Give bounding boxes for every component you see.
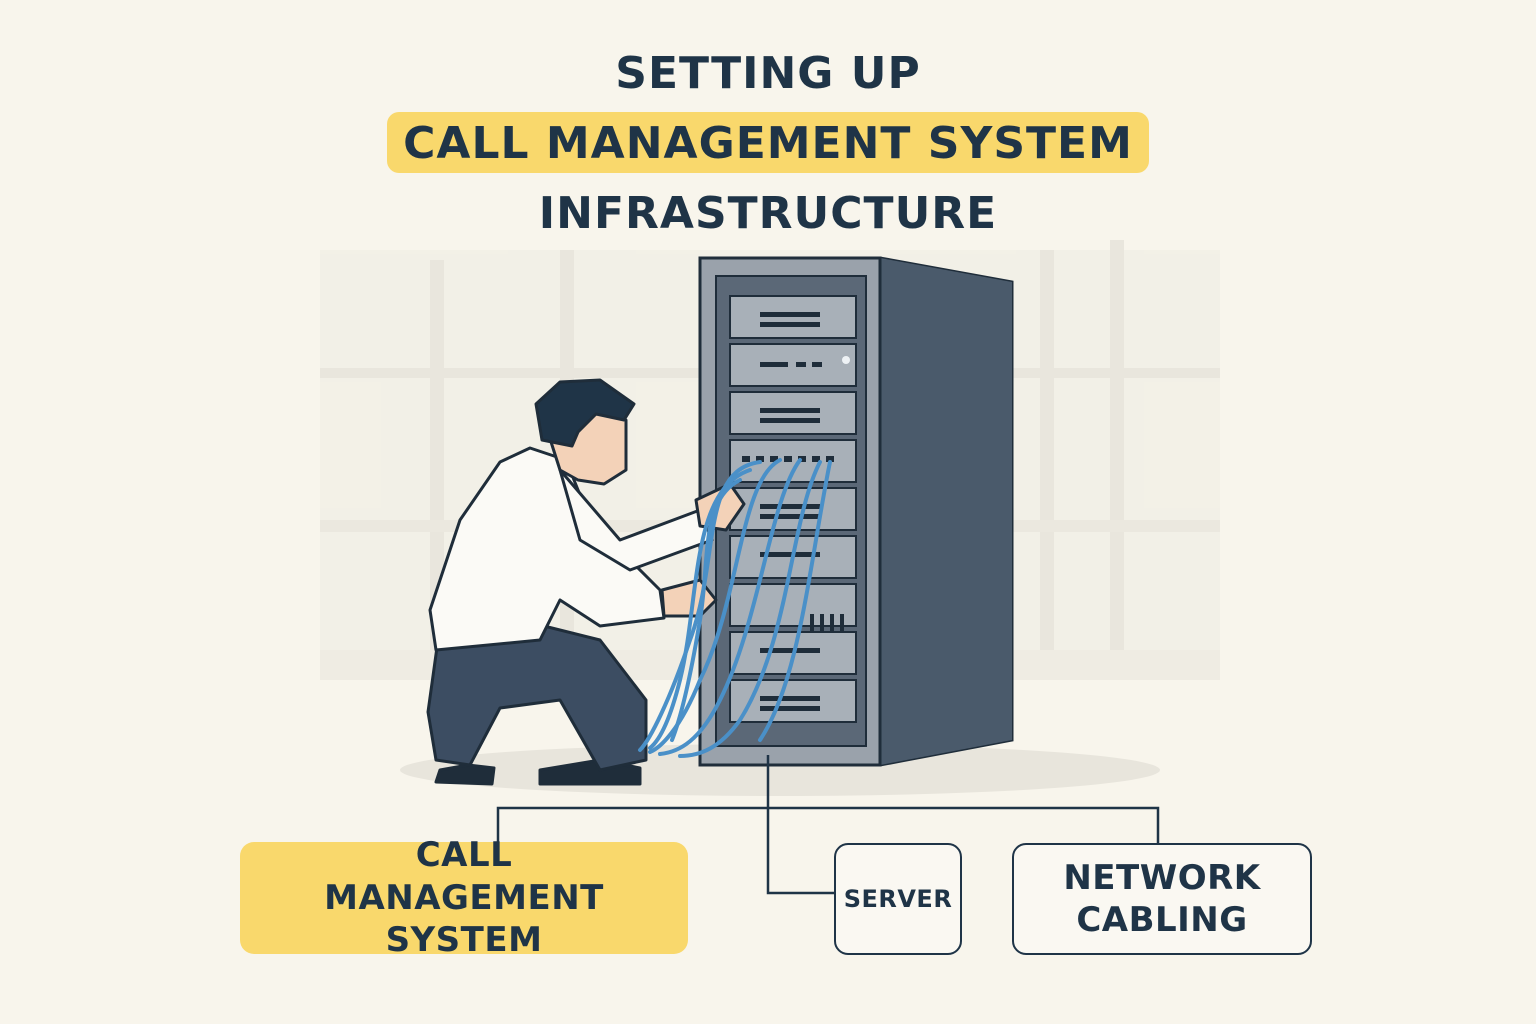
call-management-system-box: CALL MANAGEMENT SYSTEM — [240, 835, 688, 960]
title-line-3: INFRASTRUCTURE — [538, 188, 998, 239]
server-box: SERVER — [834, 843, 962, 955]
connector-lines — [496, 755, 1160, 895]
technician — [426, 378, 746, 786]
network-cabling-box: NETWORK CABLING — [1012, 843, 1312, 955]
network-cables — [638, 458, 832, 758]
title-line-2: CALL MANAGEMENT SYSTEM — [387, 112, 1149, 173]
network-cabling-label: NETWORK CABLING — [1063, 857, 1261, 941]
title-line-1: SETTING UP — [615, 48, 921, 99]
title-highlight-wrapper: CALL MANAGEMENT SYSTEM — [0, 112, 1536, 173]
call-management-system-label: CALL MANAGEMENT SYSTEM — [324, 835, 604, 961]
server-rack — [698, 256, 1014, 767]
server-label: SERVER — [843, 885, 953, 913]
